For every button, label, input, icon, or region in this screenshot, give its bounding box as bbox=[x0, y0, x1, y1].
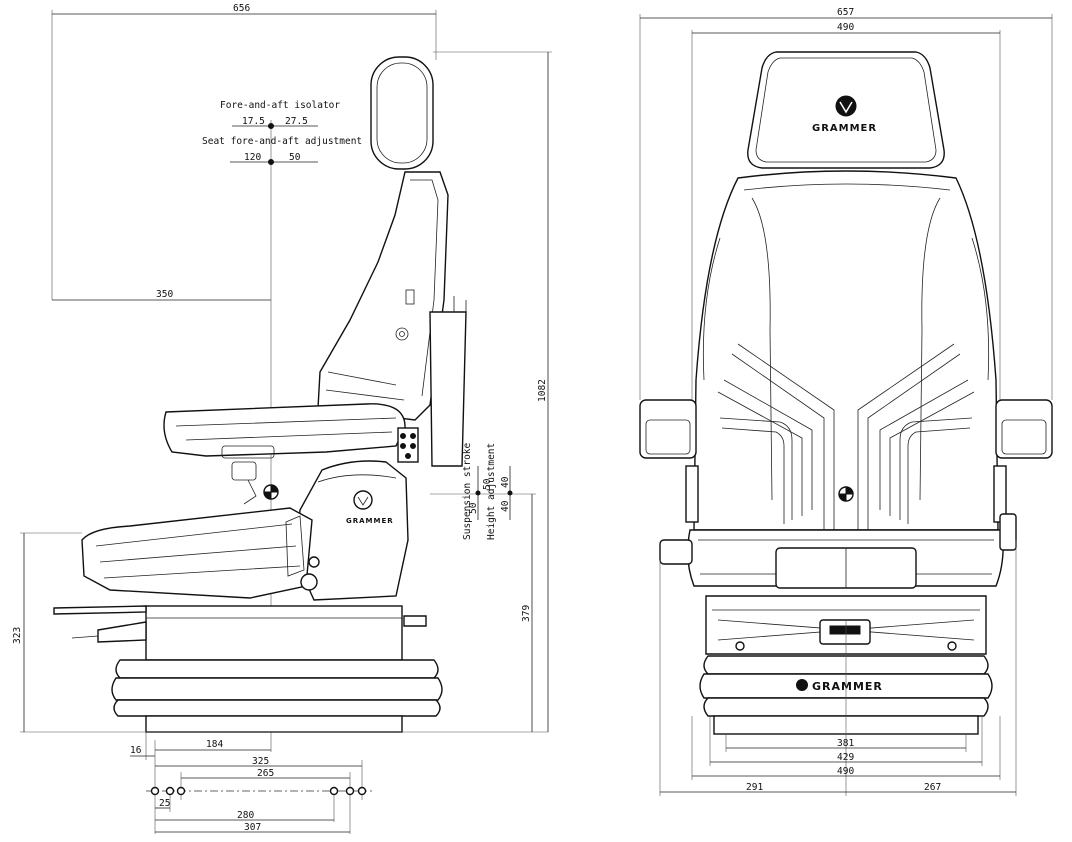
adjustment-back: 120 bbox=[244, 152, 261, 163]
height-down: 40 bbox=[500, 500, 511, 512]
dim-overall-height: 1082 bbox=[537, 379, 548, 402]
armrest-right bbox=[995, 399, 1053, 459]
grammer-logo-headrest bbox=[835, 95, 857, 117]
front-dim-291: 291 bbox=[746, 782, 763, 793]
dim-seat-height: 323 bbox=[12, 627, 23, 644]
lower-skirt bbox=[81, 507, 313, 599]
dim-suspension-height: 379 bbox=[521, 605, 532, 622]
grammer-logo-base bbox=[796, 679, 808, 691]
seat-carrier bbox=[295, 460, 409, 601]
suspension-stroke-label: Suspension stroke bbox=[462, 442, 473, 540]
adjustment-front: 50 bbox=[289, 152, 301, 163]
bellows-upper-side bbox=[115, 659, 439, 679]
front-dim-429: 429 bbox=[837, 752, 854, 763]
backrest-front bbox=[693, 170, 999, 531]
height-adjustment-label: Height adjustment bbox=[486, 443, 497, 540]
backrest-rail bbox=[429, 311, 467, 467]
side-view: 656 350 Fore-and-aft isolator 17.5 27.5 … bbox=[12, 3, 552, 834]
brand-headrest: GRAMMER bbox=[812, 123, 877, 134]
front-dim-267: 267 bbox=[924, 782, 941, 793]
armrest-left bbox=[639, 399, 697, 459]
dim-overall-width: 656 bbox=[233, 3, 250, 14]
isolator-front: 27.5 bbox=[285, 116, 308, 127]
adjustment-label: Seat fore-and-aft adjustment bbox=[202, 136, 362, 147]
dim-280: 280 bbox=[237, 810, 254, 821]
front-dim-headrest-width: 490 bbox=[837, 22, 854, 33]
bellows-lower-side bbox=[111, 677, 443, 701]
brand-base: GRAMMER bbox=[812, 680, 883, 693]
dim-307: 307 bbox=[244, 822, 261, 833]
front-view: 657 490 GRAMMER bbox=[639, 7, 1053, 796]
grammer-logo-side bbox=[353, 490, 373, 510]
dim-16: 16 bbox=[130, 745, 142, 756]
front-dim-490: 490 bbox=[837, 766, 854, 777]
height-up: 40 bbox=[500, 476, 511, 488]
isolator-label: Fore-and-aft isolator bbox=[220, 100, 340, 111]
dim-backrest-offset: 350 bbox=[156, 289, 173, 300]
suspension-down: 50 bbox=[468, 502, 479, 514]
front-dim-381: 381 bbox=[837, 738, 854, 749]
dim-25: 25 bbox=[159, 798, 170, 809]
seat-cushion bbox=[163, 403, 406, 457]
suspension-base-side bbox=[145, 605, 403, 661]
brand-side: GRAMMER bbox=[346, 517, 394, 525]
dim-325: 325 bbox=[252, 756, 269, 767]
base-plate-side bbox=[145, 715, 403, 733]
isolator-back: 17.5 bbox=[242, 116, 265, 127]
dim-265: 265 bbox=[257, 768, 274, 779]
dim-184: 184 bbox=[206, 739, 223, 750]
suspension-up: 50 bbox=[482, 478, 493, 490]
front-dim-overall-width: 657 bbox=[837, 7, 854, 18]
headrest-side bbox=[370, 56, 434, 170]
